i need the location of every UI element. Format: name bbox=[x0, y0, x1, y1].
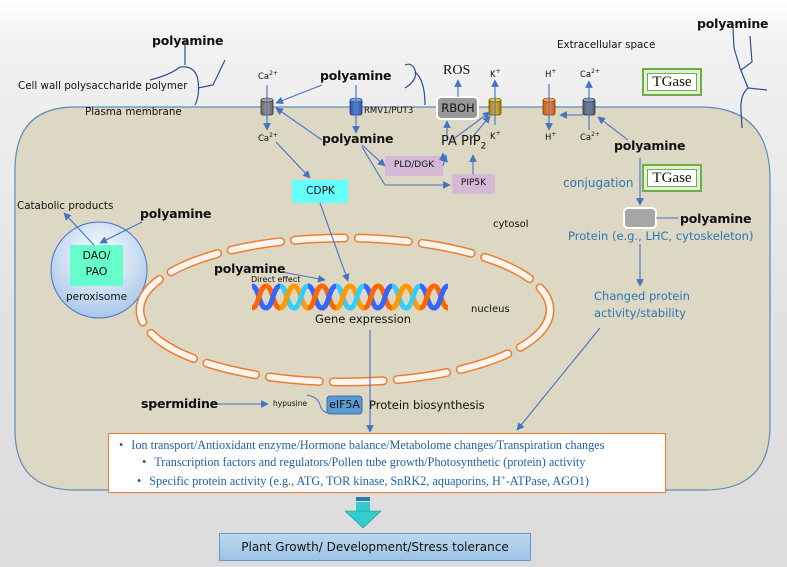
arrow-ca-to-cdpk bbox=[275, 141, 311, 179]
ros-label: ROS bbox=[443, 63, 471, 78]
tgase-box-cytosol: TGase bbox=[642, 164, 702, 192]
dna-strand-a-segment bbox=[363, 283, 379, 311]
dna-strand-b-segment bbox=[349, 283, 365, 311]
dna-strand-a-segment bbox=[335, 283, 351, 311]
cdpk-label: CDPK bbox=[306, 185, 335, 197]
dna-strand-a-segment bbox=[307, 283, 323, 311]
dna-strand-b-segment bbox=[433, 283, 449, 311]
arrow-polyamine-to-ca-right bbox=[597, 116, 629, 141]
cell-wall-label: Cell wall polysaccharide polymer bbox=[18, 80, 188, 92]
arrow-polyamine2-to-ca-channel bbox=[275, 107, 323, 141]
arrow-polyamine-to-pld bbox=[361, 144, 386, 167]
summary-item-2: •Transcription factors and regulators/Po… bbox=[142, 455, 586, 469]
dna-strand-a-segment bbox=[391, 283, 407, 311]
polyamine-label-cellwall: polyamine bbox=[152, 33, 224, 48]
polyamine-label-protein: polyamine bbox=[680, 211, 752, 226]
outcome-box: Plant Growth/ Development/Stress toleran… bbox=[219, 533, 531, 561]
dna-strand-b-segment bbox=[405, 283, 421, 311]
plasma-membrane-label: Plasma membrane bbox=[85, 106, 182, 118]
dna-strand-b-segment bbox=[265, 283, 281, 311]
cell-wall-polymer-mid bbox=[404, 63, 426, 106]
extracellular-space-label: Extracellular space bbox=[557, 39, 656, 51]
rboh-label: RBOH bbox=[441, 101, 475, 115]
gene-expression-label: Gene expression bbox=[315, 312, 412, 326]
arrow-polyamine-to-pip5k bbox=[361, 146, 451, 189]
polyamine-label-nucleus: polyamine bbox=[214, 261, 286, 276]
changed-protein-label: Changed protein activity/stability bbox=[594, 289, 690, 320]
direct-effect-label: Direct effect bbox=[251, 275, 301, 284]
dna-strand-a-segment bbox=[251, 283, 267, 311]
dna-strand-a-segment bbox=[419, 283, 435, 311]
dna-strand-b-segment bbox=[377, 283, 393, 311]
protein-block bbox=[623, 207, 657, 229]
dao-pao-box bbox=[70, 245, 123, 286]
arrow-changed-to-summary bbox=[516, 327, 601, 431]
rmv1-put3-label: RMV1/PUT3 bbox=[364, 106, 414, 116]
ca-ion-label-inner-right: Ca2+ bbox=[580, 131, 600, 143]
arrow-pld-to-pa-path bbox=[440, 154, 448, 167]
pld-dgk-label: PLD/DGK bbox=[393, 160, 435, 170]
polyamine-label-membrane-2: polyamine bbox=[322, 131, 394, 146]
arrow-peroxisome-to-catabolic bbox=[63, 212, 95, 246]
pip5k-box bbox=[452, 174, 495, 194]
ca-ion-label-outer-right: Ca2+ bbox=[580, 68, 600, 80]
dna-strand-b-segment bbox=[321, 283, 337, 311]
cell-cytoplasm bbox=[14, 106, 771, 491]
pa-pip2-label: PA PIP2 bbox=[441, 134, 487, 152]
conjugation-label: conjugation bbox=[563, 176, 634, 190]
polyamine-label-membrane-1: polyamine bbox=[320, 68, 392, 83]
hypusine-link bbox=[306, 394, 329, 414]
k-ion-label-outer: K+ bbox=[490, 68, 501, 80]
effects-summary-box: •Ion transport/Antioxidant enzyme/Hormon… bbox=[108, 433, 666, 493]
polyamine-label-right: polyamine bbox=[614, 138, 686, 153]
arrow-polyamine-to-dao bbox=[99, 221, 143, 244]
ca-ion-label-outer-left: Ca2+ bbox=[258, 70, 278, 82]
h-ion-label-outer: H+ bbox=[545, 68, 557, 80]
dna-helix bbox=[251, 283, 449, 311]
eif5a-label: eIF5A bbox=[329, 398, 360, 411]
pld-dgk-box bbox=[385, 156, 443, 176]
dna-strand-a-segment bbox=[279, 283, 295, 311]
hypusine-label: hypusine bbox=[273, 399, 308, 408]
dao-pao-label: DAO/ PAO bbox=[82, 249, 111, 278]
cdpk-box bbox=[292, 180, 348, 203]
arrow-cdpk-to-dna bbox=[319, 202, 350, 282]
k-ion-label-inner: K+ bbox=[490, 130, 501, 142]
ca-ion-label-inner-left: Ca2+ bbox=[258, 132, 278, 144]
cytosol-label: cytosol bbox=[493, 219, 529, 230]
cell-wall-polymer-left bbox=[149, 40, 226, 106]
spermidine-label: spermidine bbox=[141, 396, 218, 411]
polyamine-label-peroxisome: polyamine bbox=[140, 206, 212, 221]
summary-item-1: •Ion transport/Antioxidant enzyme/Hormon… bbox=[119, 438, 605, 452]
dna-strand-b-segment bbox=[293, 283, 309, 311]
nuclear-envelope-inner bbox=[137, 235, 553, 385]
arrow-polyamine-to-ca-channel bbox=[275, 84, 323, 105]
protein-label: Protein (e.g., LHC, cytoskeleton) bbox=[568, 229, 754, 243]
cell-wall-polymer-right bbox=[732, 27, 768, 129]
outcome-arrow bbox=[344, 497, 382, 529]
protein-biosynthesis-label: Protein biosynthesis bbox=[369, 398, 485, 412]
eif5a-box bbox=[326, 395, 363, 415]
peroxisome-label: peroxisome bbox=[66, 291, 128, 303]
tgase-box-extracellular: TGase bbox=[642, 68, 702, 96]
arrow-direct-effect bbox=[281, 271, 326, 283]
polyamine-label-topright: polyamine bbox=[697, 16, 769, 31]
catabolic-products-label: Catabolic products bbox=[17, 200, 114, 212]
arrow-pa-to-k-channel-2 bbox=[469, 115, 491, 141]
h-ion-label-inner: H+ bbox=[545, 131, 557, 143]
nucleus-label: nucleus bbox=[471, 304, 510, 315]
pip5k-label: PIP5K bbox=[460, 178, 487, 188]
summary-item-3: •Specific protein activity (e.g., ATG, T… bbox=[137, 472, 589, 489]
